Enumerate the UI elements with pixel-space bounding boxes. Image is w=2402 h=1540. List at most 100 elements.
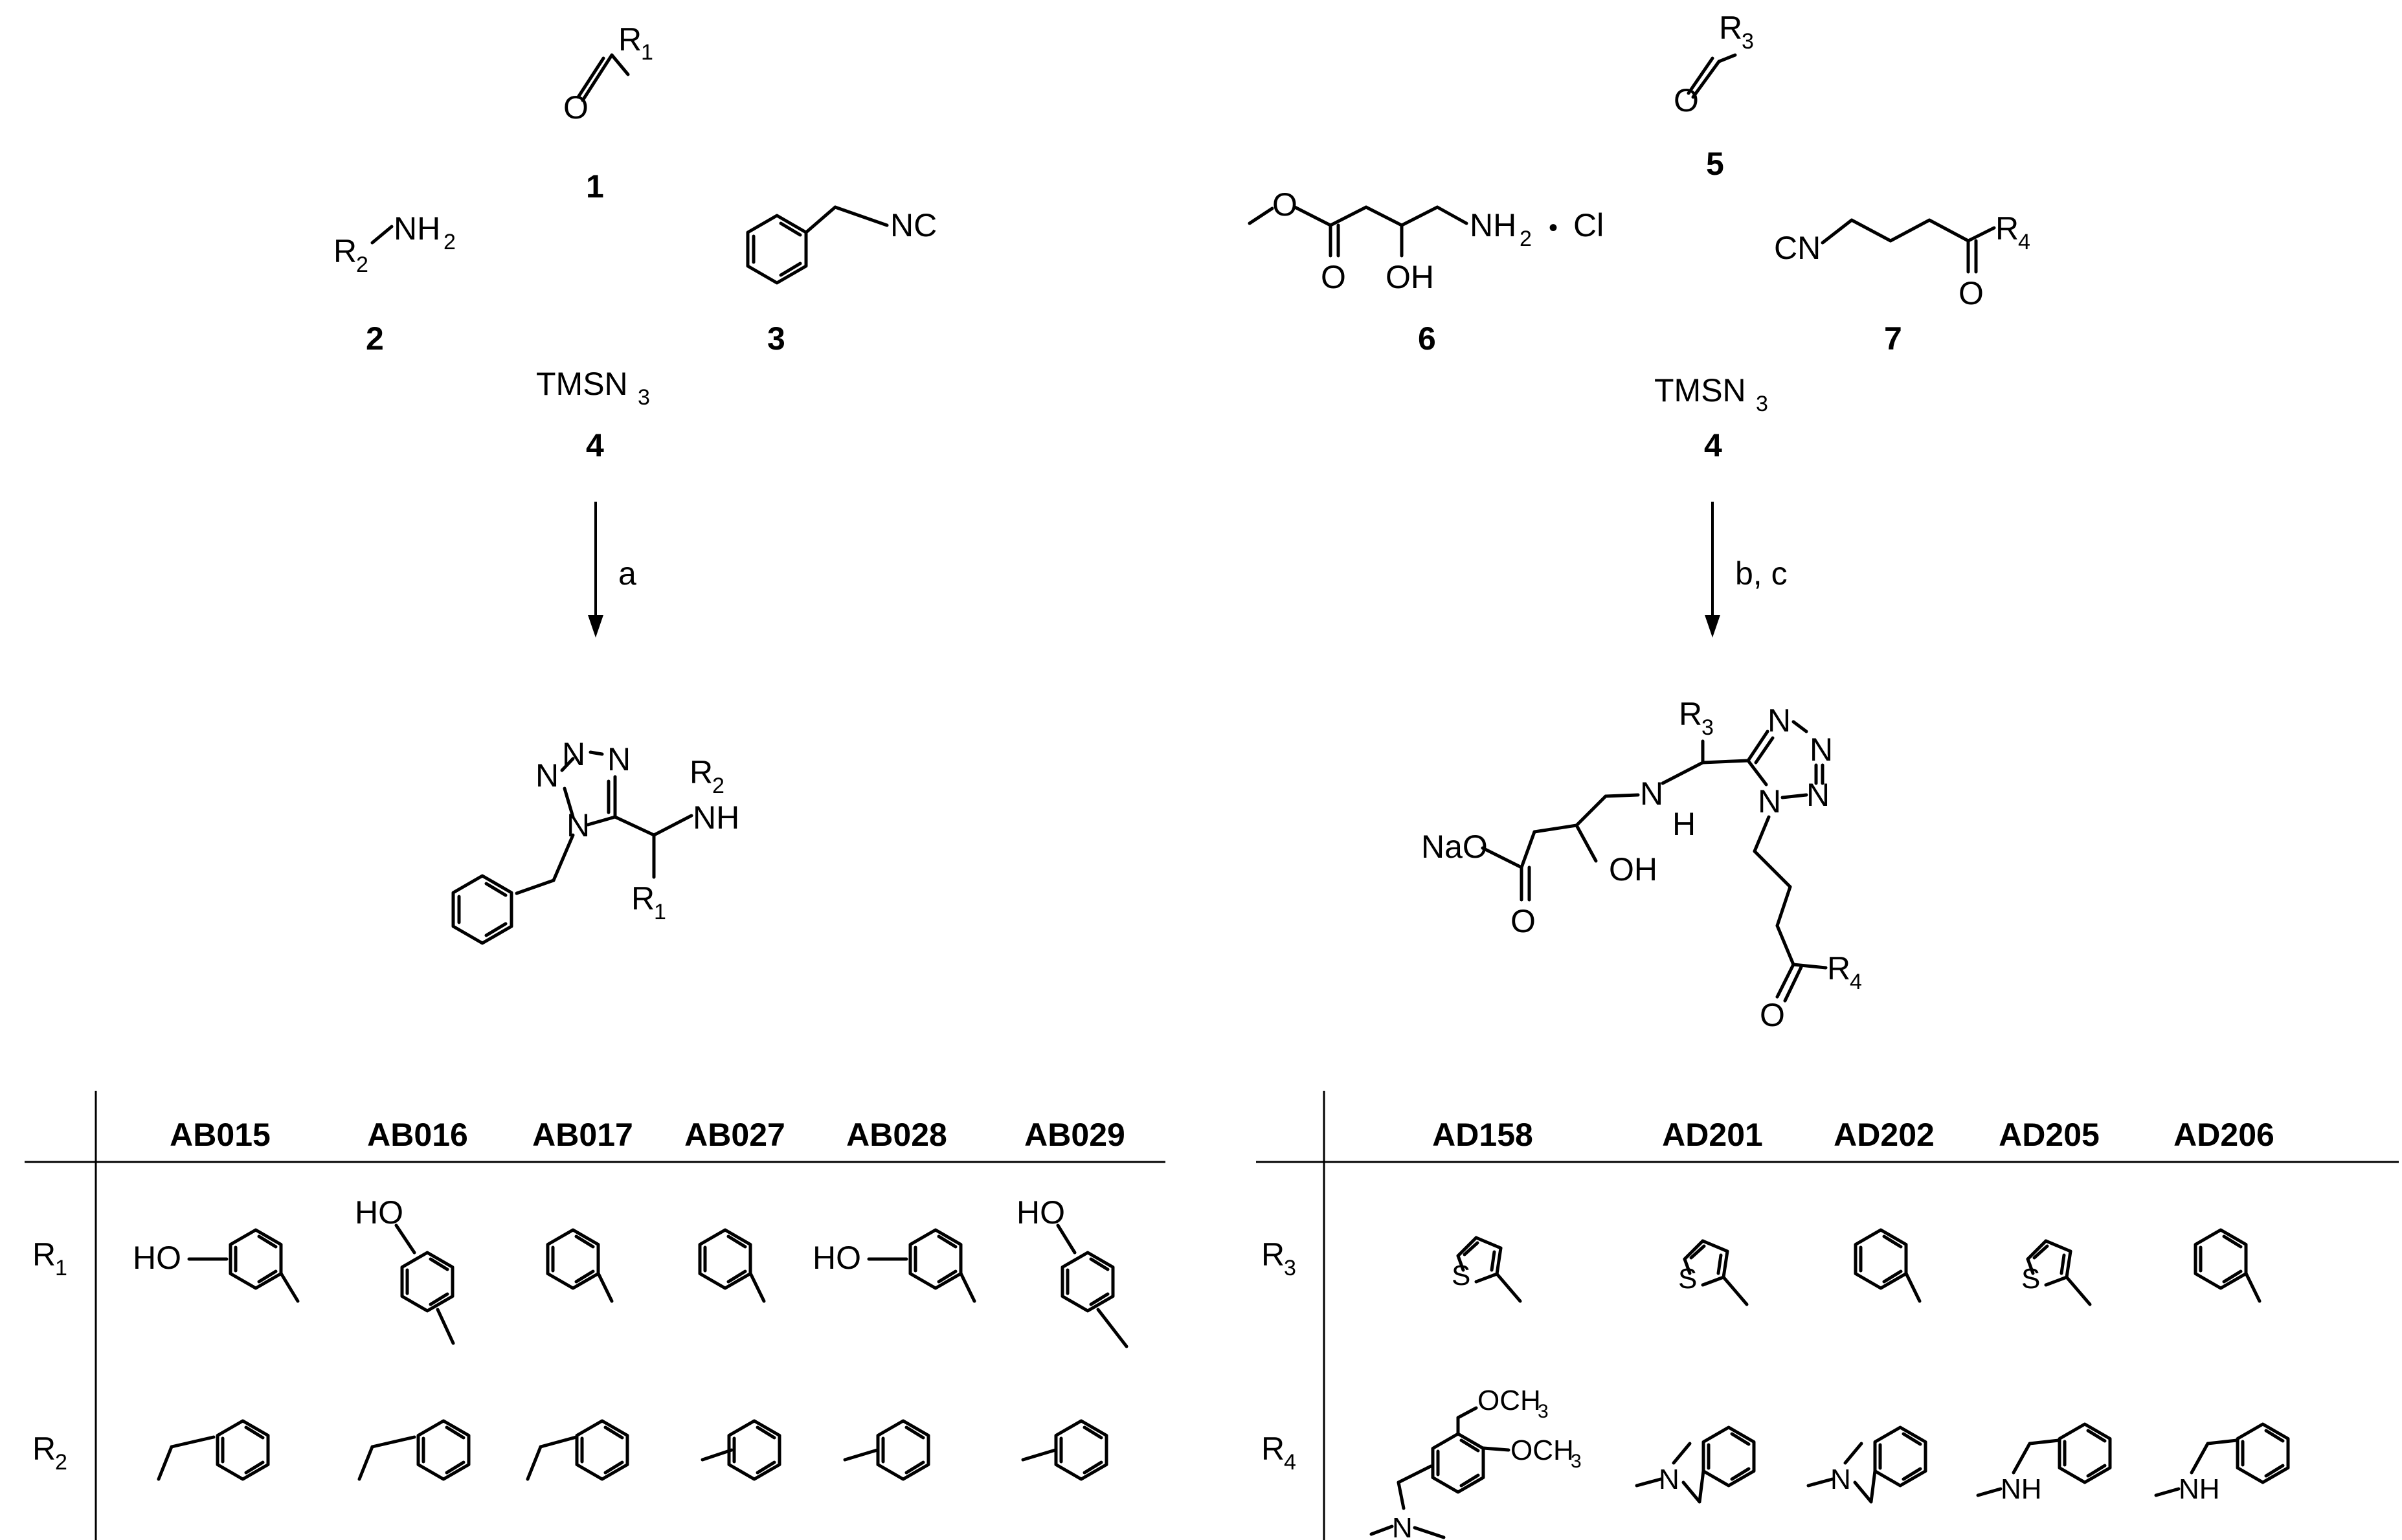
tetrazole-n3: N: [1806, 777, 1830, 813]
svg-text:N: N: [1659, 1464, 1679, 1495]
r4-ad202-tetrahydroisoquinoline: N: [1806, 1427, 1925, 1504]
tmsn3-left: TMSN 3 4: [536, 366, 650, 463]
oh-label: OH: [1386, 259, 1434, 295]
tetrazole-n3: N: [607, 741, 631, 777]
r1-sub: 1: [641, 40, 653, 65]
column-header-ab029: AB029: [1024, 1117, 1125, 1153]
r3-ad158-thienyl: S: [1452, 1238, 1520, 1301]
r1-ab029-4-hydroxyphenyl: HO: [1016, 1194, 1128, 1348]
cl-label: Cl: [1573, 207, 1604, 243]
oxygen-label: O: [1674, 82, 1699, 118]
svg-text:HO: HO: [133, 1240, 181, 1276]
r4-label: R: [1995, 210, 2019, 247]
r4-sub: 4: [2018, 230, 2030, 254]
r3-ad206-phenyl: [2195, 1230, 2262, 1303]
row-label-r1: R: [32, 1236, 56, 1273]
tmsn3-label: TMSN: [536, 366, 628, 402]
row-label-r3: R: [1261, 1236, 1285, 1273]
svg-text:OCH: OCH: [1477, 1385, 1541, 1416]
tmsn3-right: TMSN 3 4: [1654, 372, 1768, 463]
nh2-label: NH: [1470, 207, 1516, 243]
svg-text:NH: NH: [2001, 1473, 2042, 1505]
amine-h-label: H: [1672, 806, 1696, 842]
nh2-label: NH: [394, 210, 440, 247]
r1-sub: 1: [654, 900, 666, 924]
r4-ad201-tetrahydroisoquinoline: N: [1635, 1427, 1754, 1504]
column-header-ab027: AB027: [684, 1117, 785, 1153]
column-header-ad206: AD206: [2173, 1117, 2274, 1153]
column-header-ab016: AB016: [367, 1117, 468, 1153]
aldehyde-5: R 3 O 5: [1674, 10, 1754, 182]
reaction-arrow-a: a: [588, 502, 636, 638]
compound-number-4: 4: [586, 427, 604, 463]
aminoester-6: O O OH NH 2 • Cl 6: [1248, 186, 1604, 357]
r2-ab017-benzyl: [526, 1421, 627, 1481]
carbonyl-o-label: O: [1321, 259, 1346, 295]
nh2-sub: 2: [1520, 227, 1532, 251]
r2-ab028-phenyl: [843, 1421, 928, 1479]
compound-number-1: 1: [586, 168, 604, 205]
product-left: N N N N NH R 2 R 1: [453, 736, 739, 943]
column-header-ad202: AD202: [1834, 1117, 1935, 1153]
r2-ab029-phenyl: [1021, 1421, 1106, 1479]
r2-label: R: [333, 233, 357, 269]
svg-text:S: S: [1452, 1260, 1470, 1291]
r3-ad201-thienyl: S: [1678, 1241, 1747, 1304]
svg-text:OCH: OCH: [1510, 1434, 1574, 1466]
compound-number-6: 6: [1418, 320, 1436, 357]
carbonyl-o-label: O: [1510, 903, 1536, 939]
right-substituent-table: AD158 AD201 AD202 AD205 AD206 R 3 R 4 S …: [1256, 1091, 2399, 1540]
r1-ab017-phenyl: [548, 1230, 614, 1303]
column-header-ab028: AB028: [846, 1117, 947, 1153]
tetrazole-n4: N: [1758, 783, 1781, 820]
row-label-r4-sub: 4: [1284, 1450, 1296, 1475]
row-label-r2: R: [32, 1431, 56, 1467]
svg-text:N: N: [1392, 1512, 1413, 1540]
ester-o-label: O: [1272, 186, 1297, 223]
benzyl-isocyanide-3: NC 3: [748, 205, 937, 357]
r3-sub: 3: [1742, 29, 1754, 54]
r1-ab028-3-hydroxyphenyl: HO: [813, 1230, 976, 1303]
svg-text:S: S: [2021, 1263, 2040, 1295]
svg-text:3: 3: [1571, 1451, 1582, 1472]
ketone-o-label: O: [1959, 275, 1984, 311]
oxygen-label: O: [563, 89, 589, 126]
r1-ab016-4-hydroxyphenyl: HO: [355, 1194, 455, 1345]
row-label-r3-sub: 3: [1284, 1256, 1296, 1280]
tetrazole-n1: N: [1768, 702, 1791, 739]
svg-text:S: S: [1678, 1263, 1697, 1295]
left-substituent-table: AB015 AB016 AB017 AB027 AB028 AB029 R 1 …: [25, 1091, 1165, 1540]
aldehyde-1: R 1 O 1: [563, 21, 653, 205]
svg-text:HO: HO: [813, 1240, 861, 1276]
svg-text:3: 3: [1538, 1401, 1549, 1422]
tmsn3-sub: 3: [638, 385, 650, 410]
column-header-ab015: AB015: [170, 1117, 271, 1153]
r1-ab027-phenyl: [700, 1230, 766, 1303]
r2-ab016-benzyl: [357, 1421, 469, 1481]
row-label-r1-sub: 1: [55, 1256, 67, 1280]
r1-ab015-3-hydroxyphenyl: HO: [133, 1230, 300, 1303]
cn-label: CN: [1774, 230, 1821, 266]
r4-sub: 4: [1850, 970, 1862, 994]
nh-label: NH: [693, 799, 739, 836]
tetrazole-n2: N: [562, 736, 585, 772]
column-header-ab017: AB017: [532, 1117, 633, 1153]
r4-ad206-benzylamino: NH: [2154, 1424, 2288, 1505]
row-label-r4: R: [1261, 1431, 1285, 1467]
ketone-o-label: O: [1760, 997, 1785, 1033]
tetrazole-n1: N: [535, 757, 559, 794]
oh-label: OH: [1609, 851, 1657, 887]
reaction-arrow-bc: b, c: [1705, 502, 1788, 638]
arrow-label-bc: b, c: [1735, 555, 1788, 592]
compound-number-5: 5: [1706, 146, 1724, 182]
r2-sub: 2: [356, 252, 368, 277]
product-right: NaO O OH N H R 3 N N N N O: [1421, 696, 1862, 1033]
isocyanide-7: CN O R 4 7: [1774, 210, 2030, 357]
compound-number-3: 3: [767, 320, 785, 357]
r2-sub: 2: [712, 774, 724, 798]
compound-number-7: 7: [1884, 320, 1902, 357]
r3-label: R: [1719, 10, 1742, 46]
amine-n-label: N: [1640, 776, 1663, 812]
tmsn3-label: TMSN: [1654, 372, 1746, 408]
